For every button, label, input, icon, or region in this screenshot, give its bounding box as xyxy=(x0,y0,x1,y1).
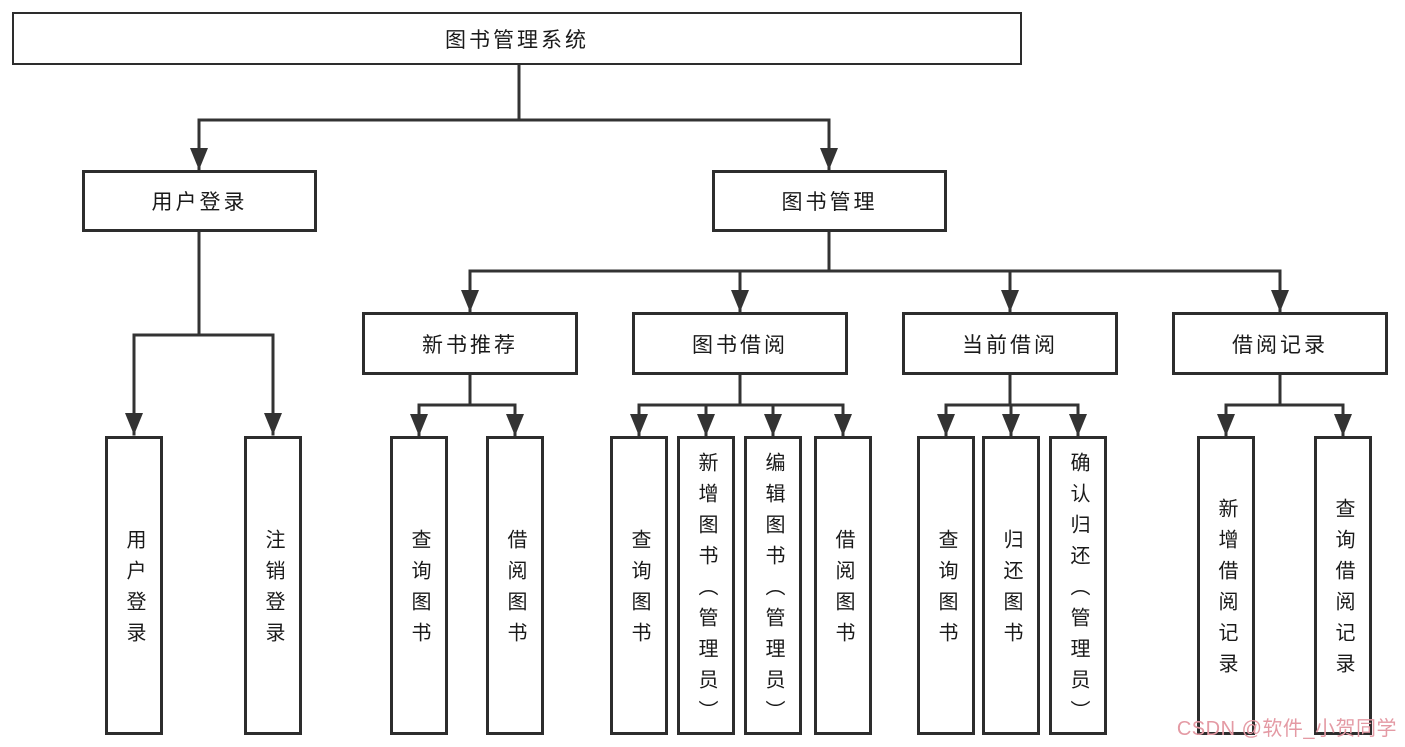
leaf-borrowing-edit-book-admin: 编辑图书（管理员） xyxy=(744,436,802,735)
node-root: 图书管理系统 xyxy=(12,12,1022,65)
node-book-borrowing-label: 图书借阅 xyxy=(692,333,788,357)
leaf-borrowing-edit-book-admin-label: 编辑图书（管理员） xyxy=(762,451,784,731)
leaf-borrowing-query-book-label: 查询图书 xyxy=(628,529,650,653)
node-book-management: 图书管理 xyxy=(712,170,947,232)
node-new-book-recommendation: 新书推荐 xyxy=(362,312,578,375)
node-borrowing-records: 借阅记录 xyxy=(1172,312,1388,375)
node-new-book-recommendation-label: 新书推荐 xyxy=(422,333,518,357)
leaf-records-add-borrow-record: 新增借阅记录 xyxy=(1197,436,1255,735)
leaf-current-return-book: 归还图书 xyxy=(982,436,1040,735)
leaf-borrowing-add-book-admin-label: 新增图书（管理员） xyxy=(695,451,717,731)
watermark: CSDN @软件_小贺同学 xyxy=(1176,718,1397,740)
leaf-recommend-query-book-label: 查询图书 xyxy=(408,529,430,653)
leaf-logout-label: 注销登录 xyxy=(262,529,284,653)
node-book-borrowing: 图书借阅 xyxy=(632,312,848,375)
leaf-records-query-borrow-record-label: 查询借阅记录 xyxy=(1332,498,1354,684)
leaf-current-return-book-label: 归还图书 xyxy=(1000,529,1022,653)
leaf-recommend-borrow-book-label: 借阅图书 xyxy=(504,529,526,653)
node-user-login-label: 用户登录 xyxy=(151,191,248,214)
node-user-login: 用户登录 xyxy=(82,170,317,232)
leaf-user-login: 用户登录 xyxy=(105,436,163,735)
leaf-current-query-book: 查询图书 xyxy=(917,436,975,735)
leaf-borrowing-query-book: 查询图书 xyxy=(610,436,668,735)
leaf-borrowing-borrow-book-label: 借阅图书 xyxy=(832,529,854,653)
leaf-records-query-borrow-record: 查询借阅记录 xyxy=(1314,436,1372,735)
node-current-borrowing-label: 当前借阅 xyxy=(962,333,1058,357)
leaf-current-query-book-label: 查询图书 xyxy=(935,529,957,653)
leaf-recommend-borrow-book: 借阅图书 xyxy=(486,436,544,735)
leaf-current-confirm-return-admin-label: 确认归还（管理员） xyxy=(1067,451,1089,731)
node-root-label: 图书管理系统 xyxy=(445,28,589,52)
leaf-current-confirm-return-admin: 确认归还（管理员） xyxy=(1049,436,1107,735)
leaf-records-add-borrow-record-label: 新增借阅记录 xyxy=(1215,498,1237,684)
leaf-logout: 注销登录 xyxy=(244,436,302,735)
leaf-recommend-query-book: 查询图书 xyxy=(390,436,448,735)
leaf-borrowing-borrow-book: 借阅图书 xyxy=(814,436,872,735)
leaf-borrowing-add-book-admin: 新增图书（管理员） xyxy=(677,436,735,735)
node-borrowing-records-label: 借阅记录 xyxy=(1232,333,1328,357)
leaf-user-login-label: 用户登录 xyxy=(123,529,145,653)
node-current-borrowing: 当前借阅 xyxy=(902,312,1118,375)
node-book-management-label: 图书管理 xyxy=(781,191,878,214)
